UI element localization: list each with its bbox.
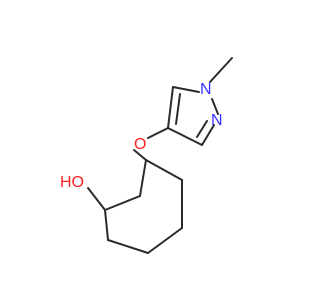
bond-c3-n2 [201, 124, 215, 146]
molecule-diagram: N N O HO [60, 57, 233, 254]
bond-c5-c4 [167, 86, 174, 129]
bond-c4-c3 [167, 127, 203, 146]
atom-label-ether-oxygen: O [134, 136, 146, 153]
bond-n1-methyl [209, 57, 233, 83]
atom-label-hydroxyl: HO [60, 174, 84, 191]
bond-c4-c5 [107, 239, 149, 254]
bond-o-c1 [133, 149, 147, 161]
structure-canvas: N N O HO [60, 57, 233, 254]
bond-c5-c6 [147, 227, 183, 254]
bond-c1-c2 [139, 159, 147, 197]
bond-n2-n1 [211, 98, 219, 115]
bond-c2-oh [87, 187, 106, 211]
bond-c6prime-c1 [145, 159, 183, 181]
bond-c2-c3 [104, 195, 141, 211]
bond-c5-c4-double [175, 93, 181, 125]
atom-label-n2: N [211, 112, 223, 129]
atom-label-n1: N [200, 81, 212, 98]
bond-c3-n2-double [196, 120, 208, 138]
bond-c4-o [147, 127, 169, 139]
bond-n1-c5 [172, 86, 200, 93]
bond-c3-c4 [104, 209, 109, 241]
